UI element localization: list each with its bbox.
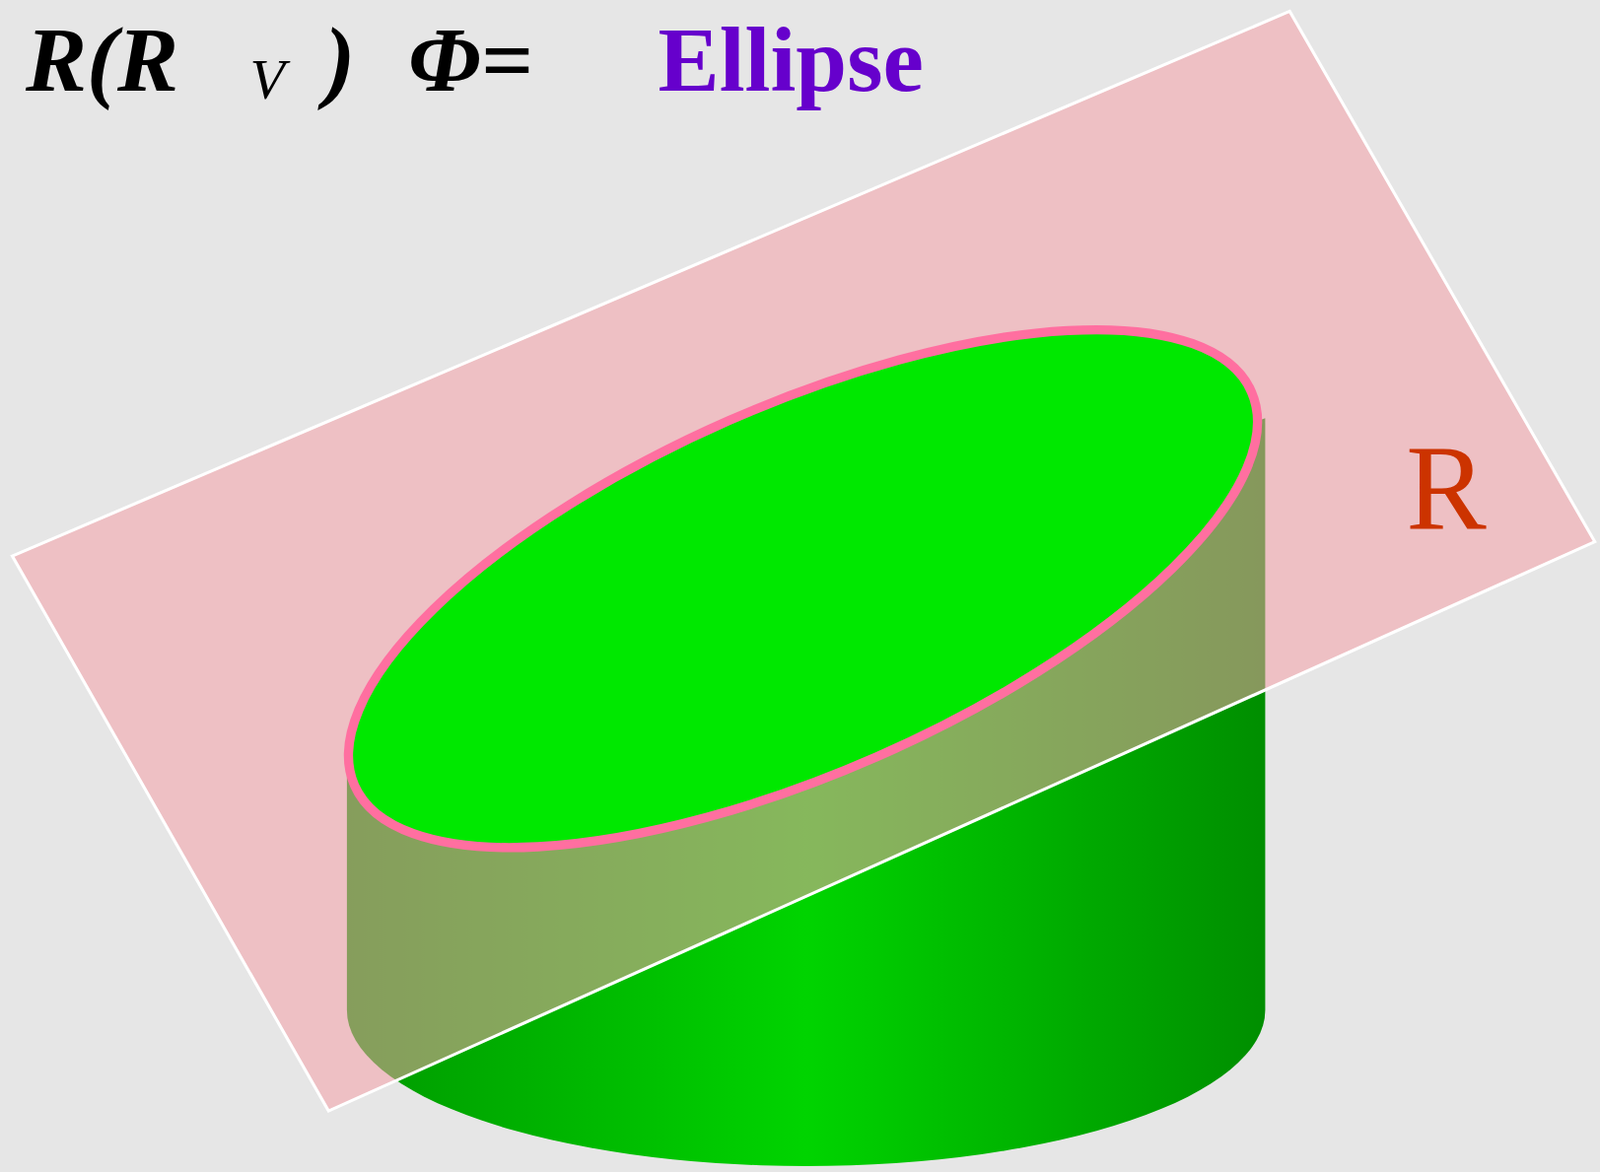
title-part: Φ= xyxy=(408,13,534,106)
subscript: V xyxy=(250,51,285,109)
cutting-plane xyxy=(11,10,1595,1112)
title-part: ) xyxy=(324,13,355,106)
plane-label: R xyxy=(1405,428,1486,550)
title-part: R(R xyxy=(25,13,179,106)
section-ellipse xyxy=(280,223,1326,955)
title-word: Ellipse xyxy=(658,13,924,106)
